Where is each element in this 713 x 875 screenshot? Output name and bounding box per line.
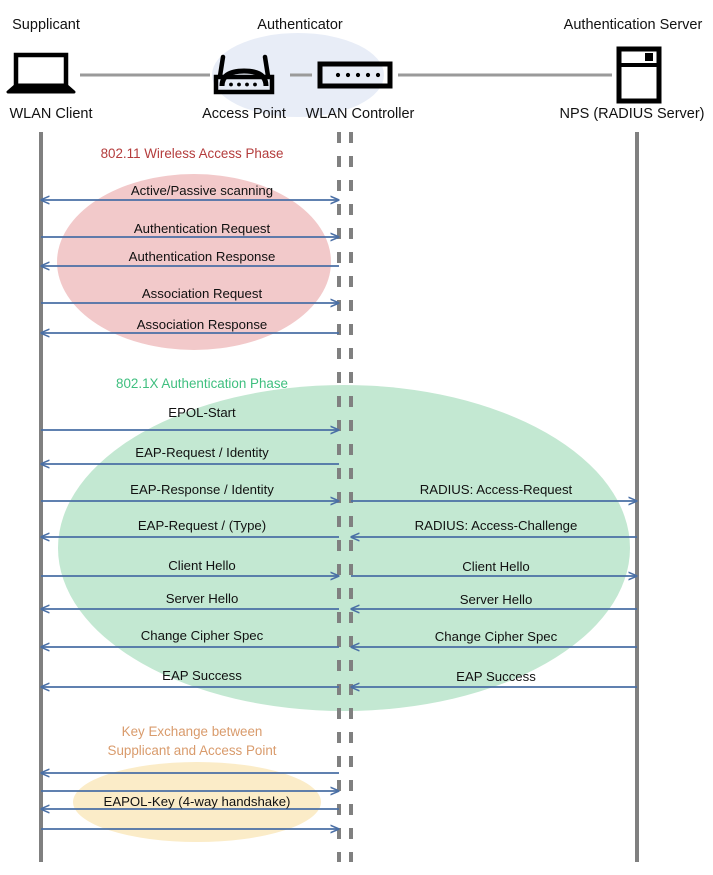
phase-label-wireless-access: 802.11 Wireless Access Phase [100,146,284,161]
message-label-left-6: EAP-Request / Identity [135,445,269,460]
phase-label-key-exchange-line2: Supplicant and Access Point [107,743,277,758]
actor-device-nps-radius: NPS (RADIUS Server) [559,106,705,122]
message-label-right-0: RADIUS: Access-Request [419,482,573,497]
phase-label-key-exchange: Key Exchange between Supplicant and Acce… [108,722,277,760]
actor-role-authenticator: Authenticator [257,17,343,33]
message-label-right-1: RADIUS: Access-Challenge [414,518,578,533]
message-label-left-3: Association Request [141,286,263,301]
message-label-left-8: EAP-Request / (Type) [137,518,267,533]
message-label-right-5: EAP Success [456,669,536,684]
phase-label-key-exchange-line1: Key Exchange between [121,724,263,739]
wireless-router-icon [213,54,275,95]
phase-ellipse-dot1x [58,385,630,711]
message-label-left-15: EAPOL-Key (4-way handshake) [103,794,291,809]
message-label-right-3: Server Hello [459,592,533,607]
message-label-left-10: Server Hello [165,591,239,606]
actor-device-wlan-controller: WLAN Controller [305,106,415,122]
message-label-left-12: EAP Success [162,668,242,683]
message-label-left-0: Active/Passive scanning [130,183,274,198]
message-label-left-4: Association Response [136,317,268,332]
actor-role-supplicant: Supplicant [12,17,80,33]
actor-role-auth-server: Authentication Server [563,17,703,33]
server-rack-icon [616,46,662,104]
message-label-left-5: EPOL-Start [168,405,236,420]
message-label-left-9: Client Hello [168,558,236,573]
actor-device-access-point: Access Point [202,106,286,122]
message-label-left-1: Authentication Request [133,221,271,236]
message-label-left-7: EAP-Response / Identity [130,482,274,497]
phase-ellipse-key-exchange [73,762,321,842]
message-arrows-right [351,501,637,687]
message-label-right-2: Client Hello [462,559,530,574]
message-arrows-left [41,200,339,829]
network-switch-icon [317,61,393,89]
laptop-icon [6,52,76,94]
message-label-left-11: Change Cipher Spec [140,628,264,643]
message-label-left-2: Authentication Response [128,249,276,264]
message-label-right-4: Change Cipher Spec [434,629,558,644]
phase-ellipse-wireless-access [57,174,331,350]
actor-device-wlan-client: WLAN Client [9,106,93,122]
phase-label-dot1x: 802.1X Authentication Phase [116,376,288,391]
